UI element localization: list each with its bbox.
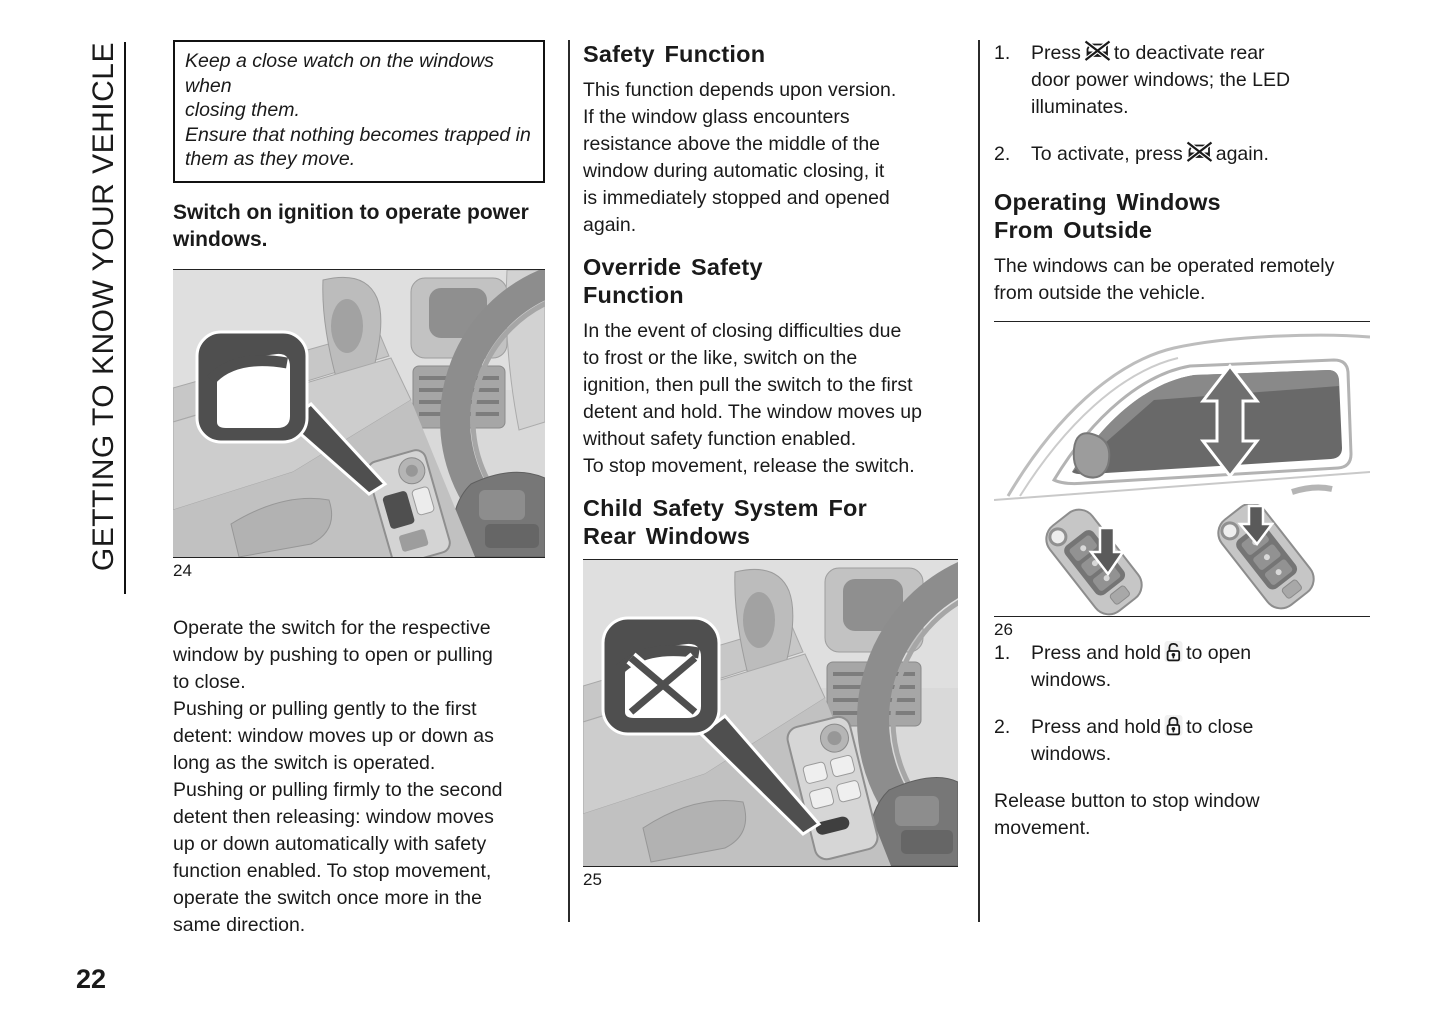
chapter-title: GETTING TO KNOW YOUR VEHICLE xyxy=(87,42,120,572)
list-number: 2. xyxy=(994,143,1011,165)
figure-25 xyxy=(583,559,958,867)
figure-25-caption: 25 xyxy=(583,870,602,889)
subheading-ignition: Switch on ignition to operate power wind… xyxy=(173,200,529,251)
warning-box: Keep a close watch on the windows when c… xyxy=(173,40,545,183)
unlock-icon xyxy=(1164,641,1183,662)
column-separator xyxy=(978,40,980,922)
chapter-sidebar: GETTING TO KNOW YOUR VEHICLE xyxy=(84,42,126,594)
lock-icon xyxy=(1164,715,1183,736)
safety-function-text: This function depends upon version. If t… xyxy=(583,79,897,236)
rear-window-lockout-icon xyxy=(1185,140,1213,163)
left-body-text: Operate the switch for the respective wi… xyxy=(173,616,503,936)
list-number: 1. xyxy=(994,642,1011,664)
heading-child-safety: Child Safety System For Rear Windows xyxy=(583,495,867,549)
heading-operating-outside: Operating Windows From Outside xyxy=(994,189,1221,243)
heading-override-safety: Override Safety Function xyxy=(583,254,763,308)
list-number: 2. xyxy=(994,716,1011,738)
press-arrow xyxy=(1237,504,1275,547)
door-mirror xyxy=(1072,432,1111,479)
heading-safety-function: Safety Function xyxy=(583,41,766,67)
override-safety-text: In the event of closing difficulties due… xyxy=(583,320,922,477)
release-note: Release button to stop window movement. xyxy=(994,790,1260,839)
page-number: 22 xyxy=(76,964,107,994)
figure-26 xyxy=(994,321,1370,617)
figure-26-caption: 26 xyxy=(994,620,1013,639)
figure-26-window-image xyxy=(994,322,1370,504)
figure-24-caption: 24 xyxy=(173,560,192,580)
figure-24 xyxy=(173,268,545,558)
column-separator xyxy=(568,40,570,922)
press-arrow xyxy=(1088,526,1126,577)
operating-outside-text: The windows can be operated remotely fro… xyxy=(994,255,1335,304)
left-column: Keep a close watch on the windows when c… xyxy=(173,40,545,939)
list-number: 1. xyxy=(994,42,1011,64)
rear-window-lockout-icon xyxy=(1083,39,1111,62)
middle-column: Safety Function This function depends up… xyxy=(583,40,958,890)
up-down-arrow xyxy=(1199,363,1261,479)
window-glyph xyxy=(217,353,290,428)
figure-26-keyfobs-image xyxy=(994,504,1370,616)
figure-25-image xyxy=(583,560,958,866)
figure-24-image xyxy=(173,269,545,557)
